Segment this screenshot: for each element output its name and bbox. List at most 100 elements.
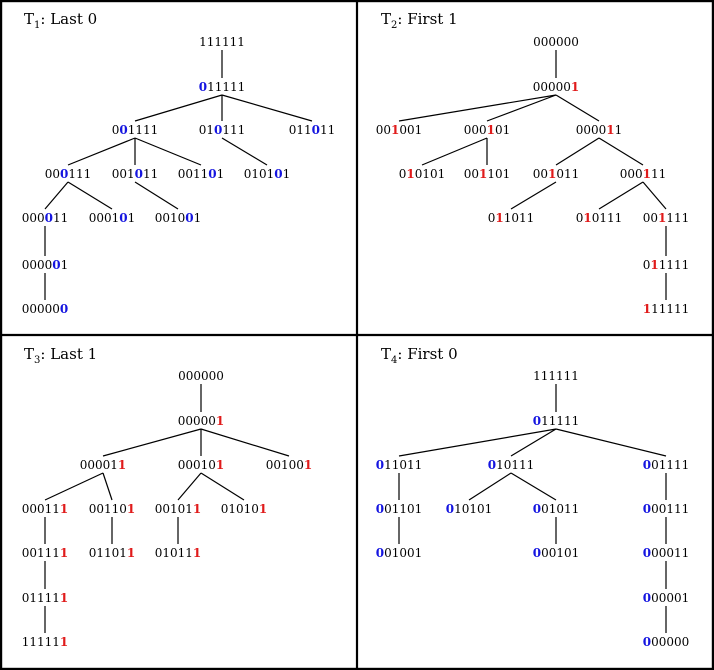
node-highlighted-digit: 1 [495, 211, 503, 225]
node-highlighted-digit: 1 [583, 211, 591, 225]
tree-node-000001: 000001 [533, 80, 580, 94]
node-digit: 1 [674, 502, 682, 516]
tree-node-010111: 010111 [199, 123, 246, 137]
node-digit: 0 [251, 502, 259, 516]
node-digit: 0 [592, 211, 600, 225]
node-digit: 1 [548, 369, 556, 383]
edge-d-h [177, 472, 202, 501]
node-digit: 0 [37, 502, 45, 516]
node-digit: 0 [651, 546, 659, 560]
node-digit: 0 [45, 258, 53, 272]
node-digit: 0 [407, 502, 415, 516]
node-digit: 0 [201, 369, 209, 383]
node-digit: 1 [52, 591, 60, 605]
node-digit: 1 [238, 123, 246, 137]
node-digit: 1 [666, 502, 674, 516]
node-digit: 0 [193, 414, 201, 428]
panel-title-subscript: 4 [391, 355, 397, 366]
node-digit: 1 [527, 211, 535, 225]
edge-d-h [510, 472, 557, 501]
node-digit: 1 [61, 211, 69, 225]
node-digit: 0 [659, 546, 667, 560]
node-highlighted-digit: 1 [571, 80, 579, 94]
node-digit: 1 [504, 211, 512, 225]
node-digit: 1 [564, 414, 572, 428]
node-digit: 1 [384, 458, 392, 472]
tree-node-001011: 001011 [155, 502, 202, 516]
node-digit: 0 [666, 635, 674, 649]
node-digit: 1 [194, 211, 202, 225]
node-digit: 1 [599, 211, 607, 225]
node-digit: 1 [651, 167, 659, 181]
panel-title-suffix: : Last 0 [40, 10, 97, 28]
node-digit: 1 [682, 211, 690, 225]
node-digit: 0 [383, 123, 391, 137]
node-digit: 1 [193, 167, 201, 181]
node-highlighted-digit: 0 [208, 167, 216, 181]
node-digit: 1 [666, 302, 674, 316]
node-digit: 0 [289, 458, 297, 472]
node-highlighted-digit: 1 [60, 502, 68, 516]
node-highlighted-digit: 0 [533, 546, 541, 560]
node-digit: 0 [541, 502, 549, 516]
node-highlighted-digit: 1 [391, 123, 399, 137]
node-digit: 0 [682, 635, 690, 649]
node-highlighted-digit: 0 [274, 167, 282, 181]
tree-node-001101: 001101 [178, 167, 225, 181]
node-digit: 1 [45, 546, 53, 560]
node-digit: 1 [682, 302, 690, 316]
node-highlighted-digit: 1 [643, 167, 651, 181]
tree-node-001001: 001001 [376, 546, 423, 560]
node-digit: 0 [259, 167, 267, 181]
tree-node-000000: 000000 [22, 302, 69, 316]
node-digit: 0 [112, 167, 120, 181]
edge-b-e [555, 94, 600, 122]
node-digit: 1 [564, 502, 572, 516]
node-digit: 1 [112, 211, 120, 225]
node-digit: 1 [185, 502, 193, 516]
edge-b-e [200, 428, 290, 457]
node-digit: 1 [52, 635, 60, 649]
tree-node-011111: 011111 [533, 414, 580, 428]
tree-node-111111: 111111 [22, 635, 69, 649]
node-digit: 1 [37, 591, 45, 605]
node-highlighted-digit: 1 [216, 414, 224, 428]
node-highlighted-digit: 1 [259, 502, 267, 516]
node-highlighted-digit: 0 [214, 123, 222, 137]
node-digit: 0 [45, 302, 53, 316]
tree-node-001111: 001111 [643, 458, 690, 472]
node-digit: 0 [178, 458, 186, 472]
node-digit: 1 [320, 123, 328, 137]
node-highlighted-digit: 0 [533, 414, 541, 428]
panel-title-suffix: : First 1 [397, 10, 457, 28]
node-digit: 1 [53, 211, 61, 225]
node-digit: 0 [674, 591, 682, 605]
node-digit: 0 [178, 211, 186, 225]
node-highlighted-digit: 1 [487, 123, 495, 137]
panel-title: T3: Last 1 [24, 345, 97, 366]
node-highlighted-digit: 0 [119, 123, 127, 137]
node-digit: 1 [519, 458, 527, 472]
node-digit: 0 [37, 211, 45, 225]
panel-title-subscript: 3 [34, 355, 40, 366]
node-digit: 1 [572, 546, 580, 560]
node-highlighted-digit: 0 [135, 167, 143, 181]
tree-node-011011: 011011 [488, 211, 535, 225]
node-digit: 1 [392, 458, 400, 472]
node-digit: 1 [68, 167, 76, 181]
node-digit: 1 [119, 546, 127, 560]
node-highlighted-digit: 1 [650, 258, 658, 272]
edge-h-j [510, 181, 557, 210]
edge-d-i [221, 137, 268, 166]
tree-node-011011: 011011 [376, 458, 423, 472]
node-digit: 1 [281, 458, 289, 472]
node-digit: 1 [533, 369, 541, 383]
node-digit: 1 [37, 546, 45, 560]
node-digit: 1 [659, 302, 667, 316]
node-digit: 0 [548, 35, 556, 49]
node-digit: 1 [214, 35, 222, 49]
node-digit: 0 [209, 369, 217, 383]
tree-node-001101: 001101 [464, 167, 511, 181]
tree-node-000000: 000000 [643, 635, 690, 649]
